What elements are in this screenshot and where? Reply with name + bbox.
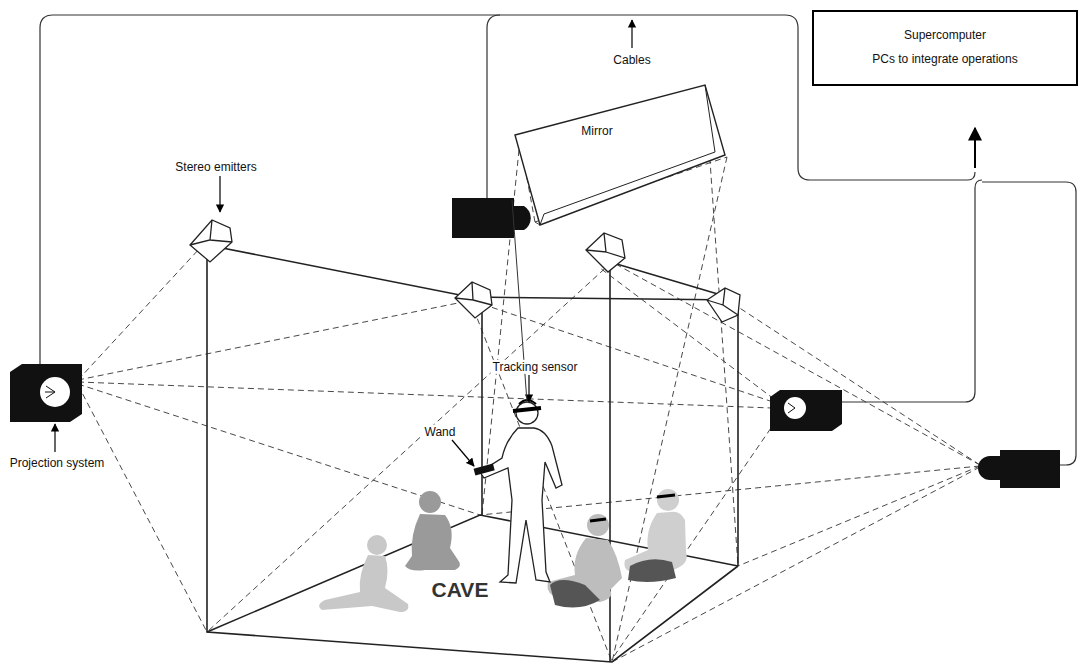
mirror-outline xyxy=(512,82,730,228)
node-title: Supercomputer xyxy=(904,28,986,44)
cave-title: CAVE xyxy=(430,577,491,602)
part-label: Tracking sensor xyxy=(491,360,580,374)
part-label: Projection system xyxy=(8,456,107,470)
node-title: Mirror xyxy=(581,124,612,140)
computer-box: SupercomputerPCs to integrate operations xyxy=(812,10,1078,86)
people xyxy=(319,200,687,612)
part-label: Stereo emitters xyxy=(173,160,258,174)
pointer-arrows xyxy=(55,176,529,466)
cave-cube xyxy=(207,245,738,662)
mirror-outline xyxy=(515,85,725,225)
cable-arrow xyxy=(974,128,976,168)
part-label: Wand xyxy=(423,425,458,439)
mirror-panel: Mirror xyxy=(512,82,730,228)
node-subtitle: PCs to integrate operations xyxy=(872,52,1017,68)
mirror-edge xyxy=(540,85,715,225)
cables-pointer xyxy=(631,20,632,48)
cables-label: Cables xyxy=(611,53,652,67)
